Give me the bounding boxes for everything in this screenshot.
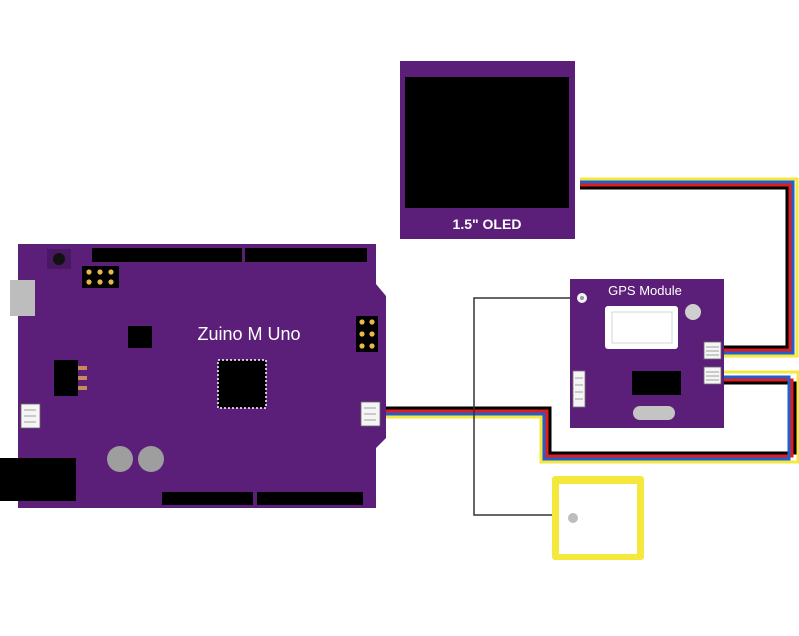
uno-label: Zuino M Uno <box>197 324 300 344</box>
wire-blue <box>580 180 795 355</box>
header-top-right <box>245 248 367 262</box>
header-bottom-right <box>257 492 363 505</box>
wire-red <box>380 378 794 458</box>
header-bottom-left <box>162 492 253 505</box>
voltage-regulator <box>54 360 87 396</box>
crystal <box>633 406 675 420</box>
antenna-feed-point <box>568 513 578 523</box>
oled-label: 1.5" OLED <box>453 216 522 232</box>
mount-hole <box>685 304 701 320</box>
ufl-connector-center <box>580 296 584 300</box>
wire-yellow <box>380 370 799 464</box>
gps-qwiic-connector-1 <box>703 341 722 360</box>
uno-left-connector <box>20 403 41 429</box>
gps-chip-inner <box>611 311 673 344</box>
gps-label: GPS Module <box>608 283 682 298</box>
small-chip <box>128 326 152 348</box>
uno-board <box>18 244 386 508</box>
gps-side-header <box>572 370 586 408</box>
gps-qwiic-connector-2 <box>703 366 722 385</box>
oled-gps-cable <box>580 177 799 358</box>
icsp-header-top <box>82 266 119 288</box>
mcu-chip <box>217 359 267 409</box>
oled-display: 1.5" OLED <box>400 61 575 239</box>
wire-black <box>580 186 789 349</box>
uno-qwiic-connector <box>360 401 381 427</box>
gps-ic <box>632 371 681 395</box>
wire-yellow <box>580 177 799 358</box>
zuino-m-uno: Zuino M Uno <box>0 244 386 508</box>
power-jack <box>0 458 76 501</box>
reset-button-cap <box>53 253 65 265</box>
antenna-wire <box>473 297 580 516</box>
uno-gps-cable <box>380 370 799 464</box>
wire-blue <box>380 375 791 461</box>
icsp-header-right <box>356 316 378 352</box>
capacitor-1 <box>107 446 133 472</box>
usb-port <box>10 280 35 316</box>
header-top-left <box>92 248 242 262</box>
wire-black <box>380 381 797 455</box>
oled-screen <box>405 77 569 208</box>
gps-module: GPS Module <box>570 279 724 428</box>
wire-red <box>580 183 792 352</box>
capacitor-2 <box>138 446 164 472</box>
gps-antenna <box>552 476 644 560</box>
gps-board <box>570 279 724 428</box>
